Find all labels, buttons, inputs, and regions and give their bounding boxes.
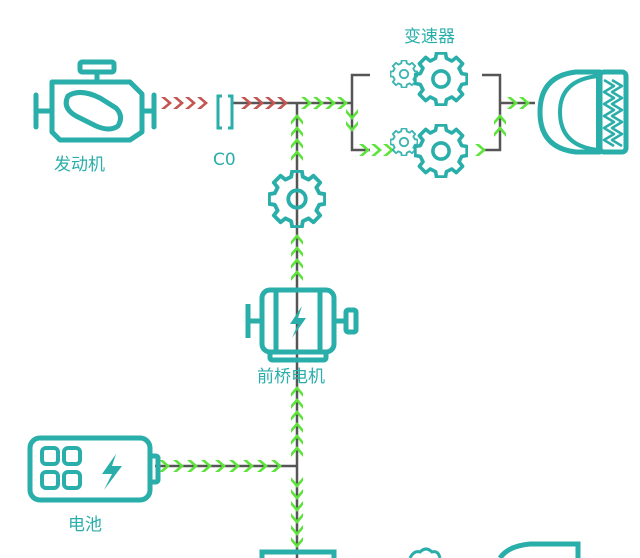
clutch-label: C0: [213, 150, 236, 170]
battery-label: 电池: [68, 515, 102, 535]
front-motor-label: 前桥电机: [257, 367, 325, 387]
battery-icon: [27, 435, 161, 503]
electric-motor-icon: [245, 287, 359, 363]
clutch-icon: [216, 94, 234, 130]
transmission-label: 变速器: [404, 27, 455, 47]
wheel-tire-icon: [537, 69, 629, 155]
engine-label: 发动机: [54, 155, 105, 175]
bottom-partial-icons: [259, 541, 581, 558]
engine-icon: [33, 59, 157, 143]
transmission-icon: [390, 52, 468, 178]
